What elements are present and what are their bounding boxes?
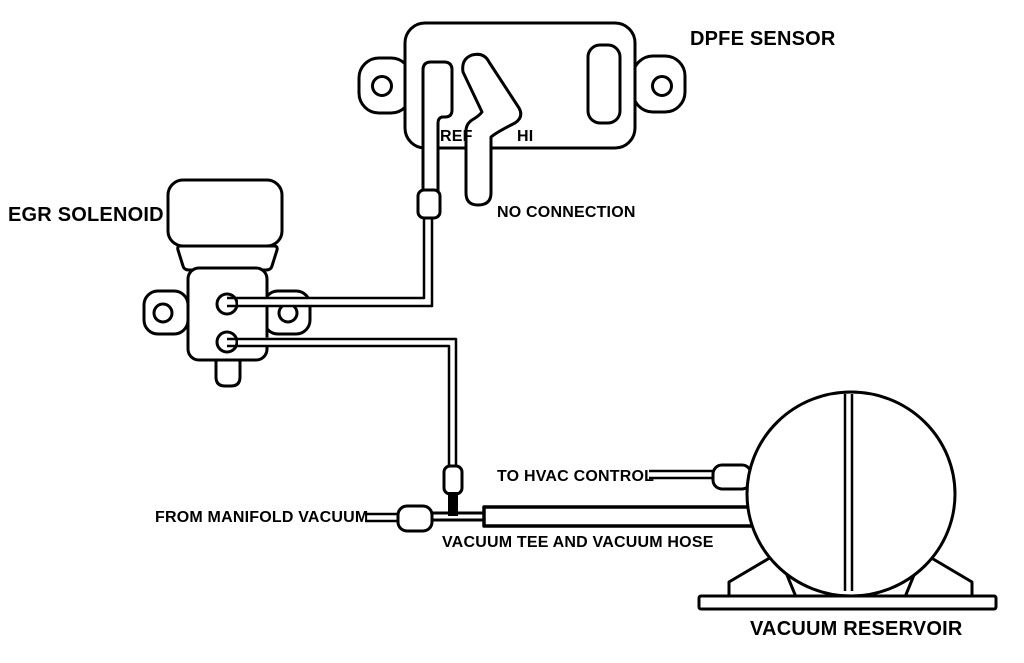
dpfe-left-ear-hole (371, 75, 393, 97)
ref-hose-line-outer (227, 218, 434, 308)
manifold-fitting (396, 504, 434, 533)
ref-hose-underlay (238, 221, 433, 307)
ref-port-label: REF (440, 128, 473, 145)
vacuum-tee-hose-label: VACUUM TEE AND VACUUM HOSE (442, 534, 714, 551)
tee-top-fitting (442, 464, 464, 496)
egr-neck (176, 244, 279, 272)
vacuum-hose-tube (482, 505, 754, 528)
ref-hose (227, 218, 434, 308)
egr-cap (166, 178, 284, 248)
hi-port-label: HI (517, 128, 534, 145)
egr-solenoid-shape (142, 178, 312, 388)
dpfe-sensor-label: DPFE SENSOR (690, 28, 836, 50)
tee-hose-underlay (238, 337, 457, 464)
from-manifold-vacuum-label: FROM MANIFOLD VACUUM (155, 509, 369, 526)
tee-hose-line-outer (227, 337, 458, 466)
ref-hose-line-inner (227, 218, 426, 300)
no-connection-label: NO CONNECTION (497, 204, 636, 221)
solenoid-tee-hose (227, 337, 458, 466)
dpfe-sensor-shape (357, 21, 687, 220)
dpfe-right-ear-hole (651, 75, 673, 97)
dpfe-body (403, 21, 637, 150)
vacuum-tee-shape (365, 464, 486, 533)
vacuum-reservoir-label: VACUUM RESERVOIR (750, 618, 963, 640)
to-hvac-control-label: TO HVAC CONTROL (497, 468, 655, 485)
egr-left-ear-hole (152, 302, 174, 324)
dpfe-ref-fitting (416, 188, 442, 220)
hvac-fitting (711, 463, 753, 491)
egr-lower-port (215, 330, 239, 354)
dpfe-ref-tube (421, 60, 454, 194)
tee-hose-line-inner (227, 344, 451, 466)
vacuum-reservoir-shape (697, 390, 998, 611)
dpfe-connector (586, 43, 622, 125)
hvac-line (649, 469, 714, 480)
tee-stem (448, 492, 458, 516)
reservoir-base (697, 594, 998, 611)
egr-solenoid-label: EGR SOLENOID (8, 204, 164, 226)
dpfe-hi-tube (461, 52, 523, 207)
